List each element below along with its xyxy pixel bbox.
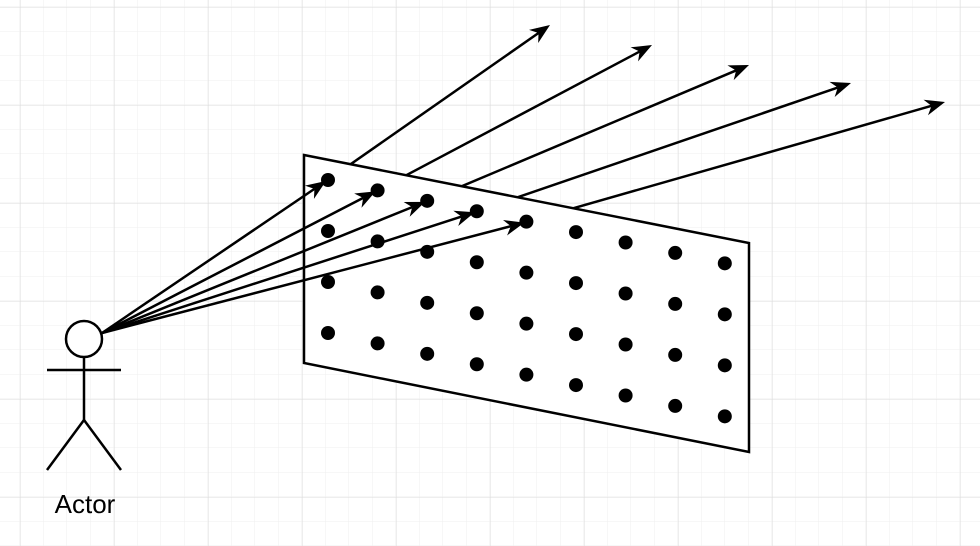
panel-dot — [519, 265, 534, 280]
panel-dot — [519, 316, 534, 331]
panel-dot — [469, 357, 484, 372]
arrow-line — [101, 205, 413, 335]
arrowhead-icon — [829, 81, 851, 98]
arrowhead-icon — [630, 45, 652, 62]
incoming-ray-2[interactable] — [101, 191, 376, 335]
arrowhead-icon — [529, 25, 550, 44]
panel-dot — [717, 256, 732, 271]
panel-dot — [321, 326, 335, 340]
actor[interactable]: Actor — [45, 319, 123, 519]
panel-dot — [717, 358, 732, 373]
arrow-line — [327, 31, 540, 182]
panel-dot — [469, 204, 484, 219]
arrow-line — [426, 69, 737, 202]
arrow-line — [526, 104, 932, 223]
arrowhead-icon — [453, 210, 475, 227]
arrow-line — [476, 86, 839, 213]
arrow-line — [101, 187, 316, 335]
arrow-line — [101, 224, 512, 335]
panel-dot — [569, 225, 583, 240]
arrow-line — [101, 196, 364, 335]
panel-dot — [321, 173, 335, 187]
arrowhead-icon — [503, 219, 525, 236]
panel-dot — [370, 285, 385, 300]
arrowhead-icon — [403, 201, 426, 217]
actor-label: Actor — [55, 489, 116, 519]
incoming-rays — [101, 181, 525, 335]
panel-dot — [618, 337, 633, 352]
actor-legs — [45, 417, 123, 471]
incoming-ray-1[interactable] — [101, 181, 326, 335]
panel-dot — [420, 295, 435, 310]
actor-head — [64, 319, 104, 359]
incoming-ray-3[interactable] — [101, 201, 426, 335]
panel-dot — [618, 286, 633, 301]
panel-dot — [321, 275, 335, 289]
panel-dot — [519, 367, 534, 382]
outgoing-rays — [327, 25, 945, 223]
panel-dots — [321, 173, 732, 424]
outgoing-ray-2[interactable] — [377, 45, 652, 192]
incoming-ray-4[interactable] — [101, 210, 475, 335]
outgoing-ray-1[interactable] — [327, 25, 550, 182]
panel-dot — [569, 327, 583, 342]
panel-dot — [668, 245, 683, 260]
arrow-line — [377, 50, 641, 192]
projection-panel[interactable] — [302, 153, 751, 454]
arrowhead-icon — [727, 65, 749, 81]
panel-dot — [469, 306, 484, 321]
arrowhead-icon — [923, 99, 945, 116]
panel-dot — [321, 224, 335, 238]
panel-dot — [420, 346, 435, 361]
panel-dot — [420, 193, 435, 208]
panel-dot — [717, 307, 732, 322]
outgoing-ray-4[interactable] — [476, 81, 851, 213]
arrowhead-icon — [304, 181, 326, 199]
panel-dot — [370, 183, 385, 198]
panel-dot — [569, 378, 583, 393]
panel-dot — [370, 336, 385, 351]
panel-dot — [569, 276, 583, 291]
panel-dot — [717, 409, 732, 424]
arrow-line — [101, 215, 462, 335]
arrowhead-icon — [354, 191, 376, 208]
panel-dot — [618, 235, 633, 250]
panel-dot — [668, 296, 683, 311]
panel-dot — [668, 398, 683, 413]
outgoing-ray-3[interactable] — [426, 65, 749, 202]
outgoing-ray-5[interactable] — [526, 99, 945, 223]
incoming-ray-5[interactable] — [101, 219, 525, 335]
panel-dot — [618, 388, 633, 403]
panel-dot — [668, 347, 683, 362]
panel-dot — [469, 255, 484, 270]
panel-dot — [519, 214, 534, 229]
